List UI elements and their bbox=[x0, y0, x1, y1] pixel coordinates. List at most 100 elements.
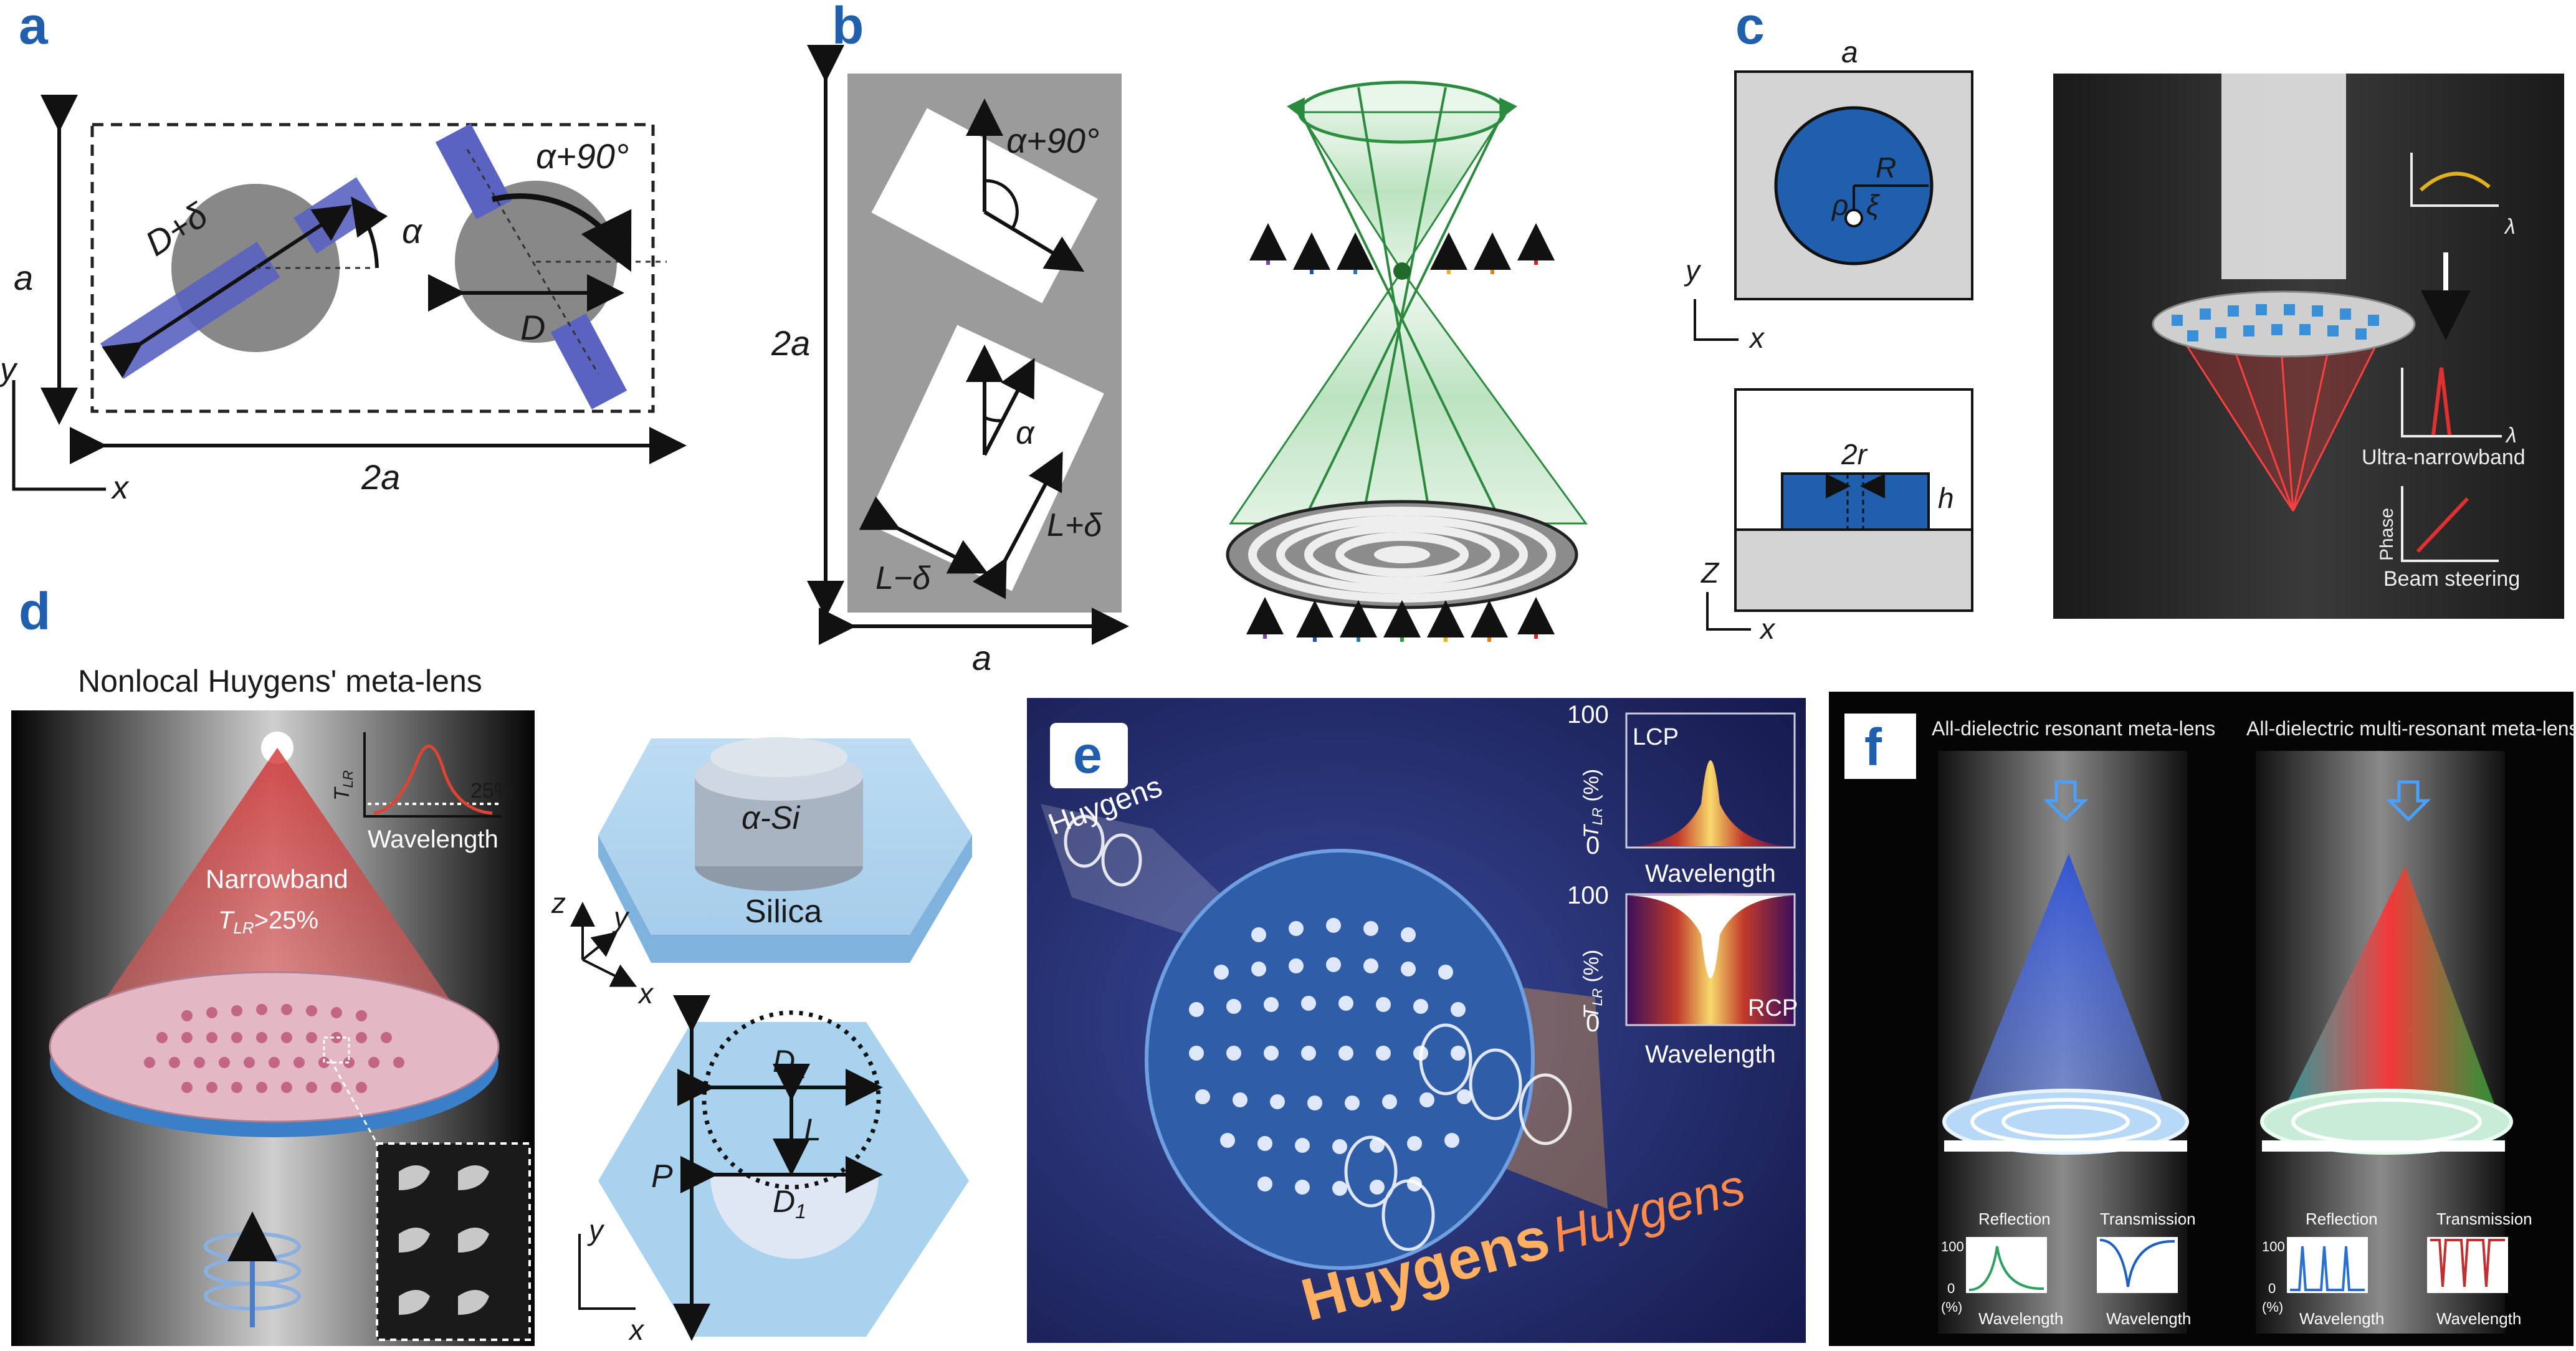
d-title: Nonlocal Huygens' meta-lens bbox=[78, 664, 482, 699]
ring-center bbox=[1374, 546, 1430, 563]
sem-features bbox=[399, 1165, 489, 1315]
label-2a-b: 2a bbox=[771, 323, 810, 363]
label-L-d: L bbox=[804, 1112, 821, 1147]
label-x: x bbox=[110, 470, 130, 506]
b-arc-1 bbox=[984, 179, 1019, 229]
ring-4 bbox=[1335, 532, 1469, 577]
input-arrows-top bbox=[1249, 223, 1555, 274]
e-holes bbox=[1189, 918, 1472, 1196]
c-plot3-axes bbox=[2401, 486, 2499, 562]
panel-letter-e: e bbox=[1073, 725, 1102, 784]
f-plot-bg-2 bbox=[2097, 1237, 2178, 1293]
e-spirals bbox=[1064, 814, 1572, 1251]
substrate bbox=[1737, 530, 1971, 609]
input-arrows-bottom bbox=[1246, 597, 1555, 642]
f-base-left bbox=[1944, 1140, 2187, 1152]
label-a-b: a bbox=[972, 638, 991, 677]
label-y-d: y bbox=[612, 901, 630, 933]
hex-3d-side bbox=[598, 835, 972, 963]
label-narrowband: Narrowband bbox=[206, 864, 348, 894]
c-plot2-axes bbox=[2401, 368, 2502, 437]
c-plot3-line bbox=[2416, 497, 2469, 553]
ring-2 bbox=[1276, 515, 1528, 594]
f-label-reflection: Reflection bbox=[1978, 1210, 2051, 1228]
label-alpha: α bbox=[402, 211, 423, 251]
label-z-d: z bbox=[551, 887, 566, 919]
label-phase: Phase bbox=[2377, 508, 2397, 561]
e-letter-box bbox=[1050, 723, 1128, 788]
label-2r: 2r bbox=[1841, 438, 1868, 470]
f-arrow-right bbox=[2385, 780, 2431, 822]
f-label-0-r: 0 bbox=[2268, 1281, 2276, 1296]
label-T-e1: TLR (%) bbox=[1580, 769, 1605, 838]
unit-cell-outline bbox=[90, 123, 655, 413]
bar-right-2 bbox=[550, 313, 627, 409]
f-letter-box bbox=[1844, 714, 1916, 779]
label-lcp: LCP bbox=[1633, 724, 1679, 750]
f-blue-cone bbox=[1963, 854, 2168, 1115]
f-multi-cone bbox=[2281, 866, 2499, 1115]
label-L-plus: L+δ bbox=[1047, 507, 1102, 543]
d-spectrum-axes bbox=[363, 732, 502, 818]
metasurface-c bbox=[2152, 290, 2416, 358]
panel-c: c a R ρ ξ y x 2r h Z x bbox=[1684, 0, 2564, 645]
lcp-frame bbox=[1625, 712, 1796, 849]
f-label-wave-1: Wavelength bbox=[1978, 1309, 2063, 1328]
label-100b: 100 bbox=[1567, 882, 1609, 909]
panel-f: f All-dielectric resonant meta-lens All-… bbox=[1829, 692, 2576, 1346]
e-metasurface bbox=[1145, 849, 1535, 1270]
red-cone bbox=[81, 748, 474, 1034]
panel-letter-a: a bbox=[19, 0, 49, 55]
panel-letter-c: c bbox=[1735, 0, 1765, 55]
f-label-transmission: Transmission bbox=[2100, 1210, 2196, 1228]
label-rho: ρ bbox=[1831, 189, 1848, 221]
pillar-cut bbox=[710, 737, 847, 777]
label-silica: Silica bbox=[745, 894, 822, 930]
f-label-pct-r: (%) bbox=[2262, 1299, 2283, 1315]
f-title-left: All-dielectric resonant meta-lens bbox=[1932, 717, 2215, 740]
label-0a: 0 bbox=[1586, 832, 1600, 859]
focal-point bbox=[1393, 262, 1411, 280]
label-xi: ξ bbox=[1866, 189, 1881, 221]
ring-3 bbox=[1304, 523, 1500, 586]
axes-c-bottom bbox=[1706, 592, 1751, 631]
lens-top bbox=[49, 971, 500, 1123]
red-rays bbox=[2180, 336, 2382, 512]
label-y-c: y bbox=[1684, 254, 1702, 287]
label-x2-d: x bbox=[628, 1314, 645, 1346]
red-fan bbox=[2175, 324, 2387, 511]
f-label-wave-4: Wavelength bbox=[2436, 1309, 2521, 1328]
label-alpha-b: α bbox=[1016, 415, 1035, 451]
label-L-minus: L−δ bbox=[875, 560, 931, 596]
f-title-right: All-dielectric multi-resonant meta-lens bbox=[2246, 717, 2576, 740]
label-x-c: x bbox=[1748, 322, 1765, 354]
b-axis-diag-1 bbox=[983, 210, 1085, 272]
ring-1 bbox=[1248, 507, 1556, 603]
lens-pillars bbox=[144, 1004, 404, 1093]
f-label-100: 100 bbox=[1941, 1239, 1964, 1254]
zoom-box bbox=[323, 1036, 350, 1064]
f-arrow-left bbox=[2043, 780, 2089, 822]
label-h: h bbox=[1938, 482, 1954, 514]
label-0b: 0 bbox=[1586, 1010, 1600, 1037]
axes-d-bottom bbox=[578, 1234, 636, 1310]
d-spectrum-curve bbox=[373, 745, 493, 815]
label-y: y bbox=[0, 351, 18, 388]
zoom-line bbox=[329, 1059, 378, 1144]
f-label-0: 0 bbox=[1947, 1281, 1955, 1296]
f-refl-multi bbox=[2290, 1246, 2365, 1291]
panel-b: b α+90° α L−δ L+δ 2a a bbox=[771, 0, 1588, 677]
alpha-arc bbox=[351, 196, 388, 269]
f-trans-multi bbox=[2430, 1239, 2505, 1287]
label-wave2-e: Wavelength bbox=[1645, 1041, 1776, 1068]
axes-c-top bbox=[1694, 299, 1739, 341]
label-D: D bbox=[520, 308, 545, 347]
label-T-d: TLR bbox=[330, 770, 356, 801]
axes-xy bbox=[12, 380, 106, 491]
c-plot1-axes bbox=[2410, 153, 2499, 207]
c-plot1-curve bbox=[2419, 171, 2491, 192]
alpha90-arc bbox=[491, 193, 632, 272]
label-T-e2: TLR (%) bbox=[1580, 950, 1605, 1019]
panel-a: a a 2a y x D+δ α D α+90° bbox=[0, 0, 687, 506]
label-x2-c: x bbox=[1759, 613, 1776, 645]
